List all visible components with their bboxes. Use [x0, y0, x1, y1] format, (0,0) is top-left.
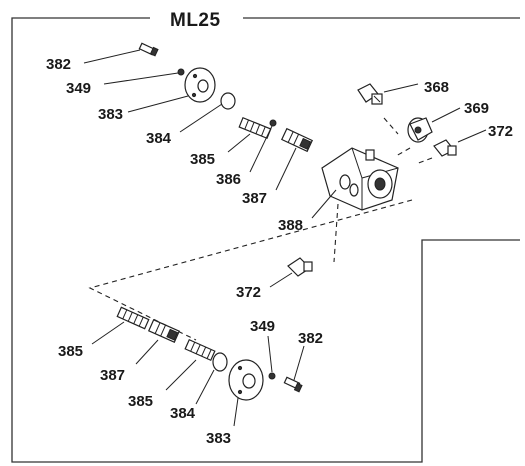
leader-lines-upper [83, 49, 487, 219]
label-385-lower-mid: 385 [128, 393, 153, 410]
part-386-ball [269, 119, 277, 127]
part-369-elbow [407, 117, 433, 143]
leader-372-lower [269, 272, 293, 288]
part-349-ball-top [177, 68, 185, 76]
label-372-lower: 372 [236, 284, 261, 301]
part-372-fitting-lower [287, 257, 313, 277]
label-349-upper: 349 [66, 80, 91, 97]
label-385-upper: 385 [190, 151, 215, 168]
part-382-screw-lower [283, 376, 303, 393]
label-383-lower: 383 [206, 430, 231, 447]
label-372-upper: 372 [488, 123, 513, 140]
label-385-lower-left: 385 [58, 343, 83, 360]
label-386: 386 [216, 171, 241, 188]
label-384-lower: 384 [170, 405, 196, 422]
assembly-path-dashed [88, 117, 433, 341]
part-368-fitting [357, 83, 383, 105]
part-385-spring-lower-left [116, 306, 150, 330]
part-372-fitting-upper [433, 139, 457, 157]
title-backdrop [152, 6, 242, 32]
diagram-title: ML25 [170, 10, 221, 31]
label-387-lower: 387 [100, 367, 125, 384]
leader-lines-lower [91, 321, 305, 427]
part-383-cap-top [184, 67, 216, 103]
part-387-poppet-lower [147, 319, 181, 343]
part-387-poppet-top [280, 127, 314, 153]
label-349-lower: 349 [250, 318, 275, 335]
part-385-spring-top [238, 116, 272, 140]
label-387-upper: 387 [242, 190, 267, 207]
part-388-block-body [321, 147, 399, 211]
label-383-upper: 383 [98, 106, 123, 123]
label-388: 388 [278, 217, 303, 234]
label-384-upper: 384 [146, 130, 172, 147]
label-382-upper: 382 [46, 56, 71, 73]
part-382-screw-top [138, 42, 159, 57]
label-382-lower: 382 [298, 330, 323, 347]
part-349-ball-lower [268, 372, 276, 380]
part-383-cap-lower [228, 359, 264, 401]
diagram-frame [11, 17, 520, 463]
label-368: 368 [424, 79, 449, 96]
part-384-oring-top [220, 92, 236, 110]
part-384-oring-lower [212, 352, 228, 372]
part-385-spring-lower-mid [184, 338, 216, 362]
label-369: 369 [464, 100, 489, 117]
